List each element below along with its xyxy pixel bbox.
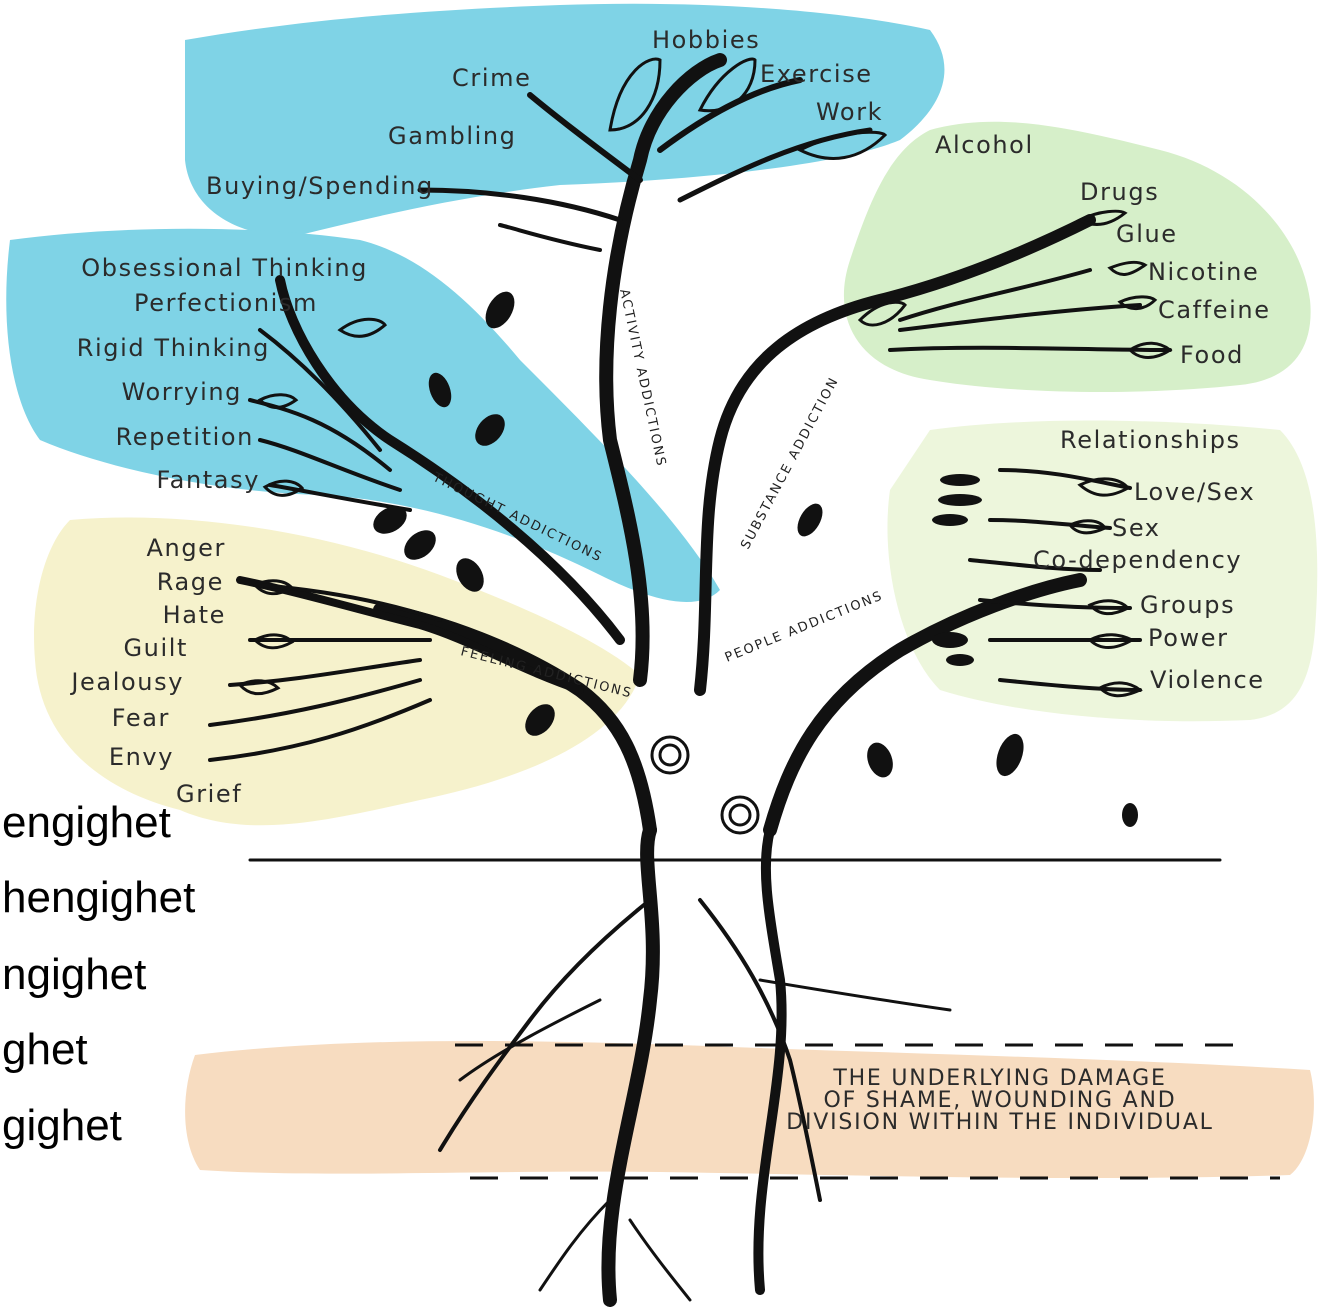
item-work: Work (816, 100, 883, 124)
item-obsessional-thinking: Obsessional Thinking (81, 256, 368, 280)
item-glue: Glue (1116, 222, 1178, 246)
item-rigid-thinking: Rigid Thinking (77, 336, 270, 360)
item-gambling: Gambling (388, 124, 517, 148)
item-love-sex: Love/Sex (1134, 480, 1255, 504)
item-food: Food (1180, 343, 1244, 367)
item-power: Power (1148, 626, 1229, 650)
overlay-text-line-5: gighet (2, 1103, 122, 1149)
item-perfectionism: Perfectionism (134, 291, 318, 315)
item-co-dependency: Co-dependency (1033, 548, 1242, 572)
item-caffeine: Caffeine (1158, 298, 1271, 322)
item-hobbies: Hobbies (652, 28, 760, 52)
item-sex: Sex (1112, 516, 1161, 540)
roots-caption-line-2: OF SHAME, WOUNDING AND (700, 1090, 1300, 1112)
branch-label-activity: ACTIVITY ADDICTIONS (616, 288, 669, 469)
item-anger: Anger (147, 536, 227, 560)
item-buying-spending: Buying/Spending (206, 174, 434, 198)
item-guilt: Guilt (123, 636, 188, 660)
item-exercise: Exercise (760, 62, 873, 86)
item-nicotine: Nicotine (1148, 260, 1259, 284)
item-drugs: Drugs (1080, 180, 1159, 204)
branch-label-people: PEOPLE ADDICTIONS (723, 588, 886, 665)
item-rage: Rage (157, 570, 224, 594)
roots-caption-line-1: THE UNDERLYING DAMAGE (700, 1068, 1300, 1090)
overlay-text-line-1: engighet (2, 800, 171, 846)
item-envy: Envy (109, 745, 174, 769)
item-alcohol: Alcohol (935, 133, 1034, 157)
overlay-text-line-4: ghet (2, 1027, 88, 1073)
branch-label-substance: SUBSTANCE ADDICTION (738, 374, 842, 552)
item-groups: Groups (1140, 593, 1235, 617)
item-hate: Hate (163, 603, 226, 627)
item-relationships: Relationships (1060, 428, 1241, 452)
item-worrying: Worrying (122, 380, 242, 404)
roots-caption-line-3: DIVISION WITHIN THE INDIVIDUAL (700, 1112, 1300, 1134)
item-fantasy: Fantasy (156, 468, 260, 492)
overlay-text-line-3: ngighet (2, 952, 146, 998)
overlay-text-line-2: hengighet (2, 875, 195, 921)
item-violence: Violence (1150, 668, 1265, 692)
item-crime: Crime (452, 66, 531, 90)
item-grief: Grief (176, 782, 242, 806)
item-jealousy: Jealousy (71, 670, 184, 694)
item-repetition: Repetition (116, 425, 254, 449)
item-fear: Fear (112, 706, 170, 730)
roots-caption: THE UNDERLYING DAMAGE OF SHAME, WOUNDING… (700, 1068, 1300, 1134)
